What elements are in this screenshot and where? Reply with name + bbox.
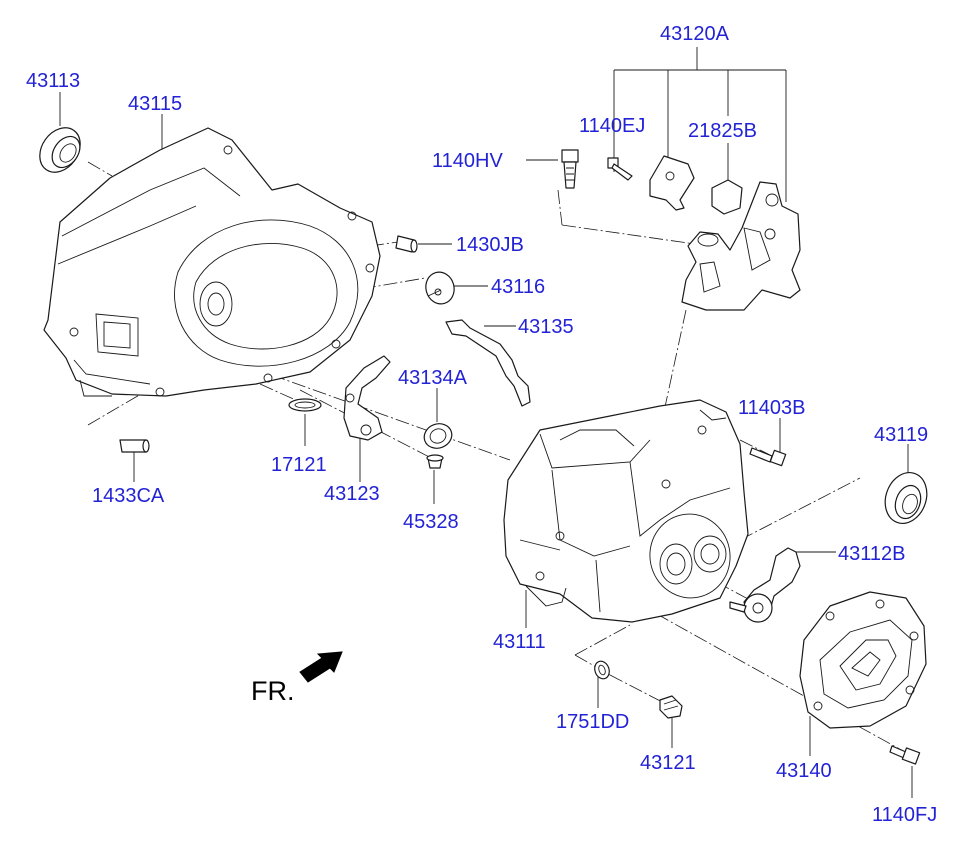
lever-43123 xyxy=(343,355,391,441)
plate-43116 xyxy=(425,271,455,305)
label-1433CA: 1433CA xyxy=(92,485,165,507)
label-43119: 43119 xyxy=(874,424,928,446)
bolt-1140EJ xyxy=(607,157,633,181)
pin-1433CA xyxy=(119,439,150,453)
front-arrow-icon xyxy=(299,651,343,683)
bolt-11403B xyxy=(749,447,787,467)
label-43134A: 43134A xyxy=(398,367,468,389)
plug-43121 xyxy=(659,695,683,719)
leader-lines xyxy=(59,47,913,798)
label-43135: 43135 xyxy=(518,316,574,338)
label-1140FJ: 1140FJ xyxy=(872,804,937,826)
label-43113: 43113 xyxy=(26,70,80,92)
label-43121: 43121 xyxy=(640,752,696,774)
label-45328: 45328 xyxy=(403,511,459,533)
label-11403B: 11403B xyxy=(738,397,805,419)
cover-43140 xyxy=(799,591,927,729)
label-1430JB: 1430JB xyxy=(456,234,524,256)
label-43112B: 43112B xyxy=(838,543,905,565)
label-1140HV: 1140HV xyxy=(432,150,503,172)
label-1751DD: 1751DD xyxy=(556,711,629,733)
label-1140EJ: 1140EJ xyxy=(579,115,645,137)
label-43123: 43123 xyxy=(324,483,380,505)
part-labels: 43120A 1140EJ 21825B 1140HV 43113 43115 … xyxy=(26,23,937,826)
clutch-housing-43115 xyxy=(43,127,381,397)
o-ring-17121 xyxy=(288,398,322,412)
label-43115: 43115 xyxy=(128,93,182,115)
label-43111: 43111 xyxy=(493,631,546,653)
gasket-1751DD xyxy=(594,660,610,680)
label-43116: 43116 xyxy=(491,276,545,298)
seal-43119 xyxy=(884,472,928,524)
rod-43135 xyxy=(445,319,531,407)
bolt-1140FJ xyxy=(889,745,921,765)
label-43140: 43140 xyxy=(776,760,832,782)
front-direction-label: FR. xyxy=(251,676,295,706)
label-21825B: 21825B xyxy=(688,120,757,142)
parts xyxy=(39,127,928,765)
bolt-45328 xyxy=(426,454,444,469)
bracket-43120A xyxy=(649,155,801,311)
bolt-1140HV xyxy=(561,149,579,189)
label-43120A: 43120A xyxy=(660,23,730,45)
bracket-43112B xyxy=(729,547,801,623)
seal-43134A xyxy=(423,423,453,449)
label-17121: 17121 xyxy=(271,454,327,476)
oil-seal-43113 xyxy=(39,127,81,173)
transmission-case-43111 xyxy=(503,399,749,623)
dowel-pin-1430JB xyxy=(395,235,418,253)
